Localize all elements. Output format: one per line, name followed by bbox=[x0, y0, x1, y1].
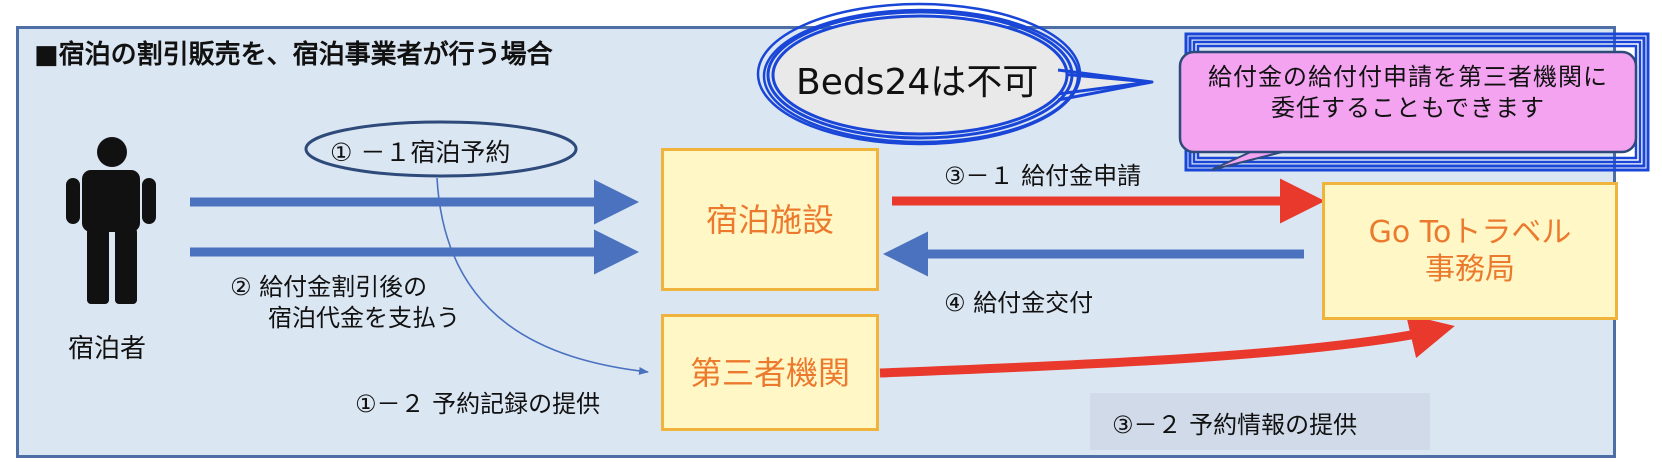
reservation-label: ① －１宿泊予約 bbox=[330, 138, 511, 167]
beds24-bubble bbox=[756, 2, 1154, 146]
delegate-callout-body bbox=[1178, 50, 1638, 154]
delegate-text: 給付金の給付付申請を第三者機関に委任することもできます bbox=[1208, 63, 1608, 123]
payment-label: ② 給付金割引後の 宿泊代金を支払う bbox=[230, 272, 460, 334]
goto-box: Go Toトラベル 事務局 bbox=[1322, 182, 1618, 320]
grant-label: ④ 給付金交付 bbox=[944, 289, 1094, 317]
third-party-box: 第三者機関 bbox=[661, 314, 879, 431]
apply-label: ③－１ 給付金申請 bbox=[944, 162, 1142, 190]
beds24-text: Beds24は不可 bbox=[796, 62, 1039, 103]
person-label: 宿泊者 bbox=[68, 334, 147, 364]
third-party-label: 第三者機関 bbox=[689, 353, 850, 392]
payment-label-line2: 宿泊代金を支払う bbox=[268, 304, 460, 333]
record-label: ①－２ 予約記録の提供 bbox=[355, 390, 601, 418]
page-title: ■宿泊の割引販売を、宿泊事業者が行う場合 bbox=[34, 40, 553, 70]
payment-label-line1: ② 給付金割引後の bbox=[230, 273, 428, 301]
info-label: ③－２ 予約情報の提供 bbox=[1112, 411, 1358, 439]
goto-label-line2: 事務局 bbox=[1425, 252, 1515, 287]
hotel-label: 宿泊施設 bbox=[705, 200, 834, 239]
hotel-box: 宿泊施設 bbox=[661, 148, 879, 291]
goto-label-line1: Go Toトラベル bbox=[1368, 214, 1572, 250]
reservation-ellipse bbox=[304, 120, 578, 178]
person-icon bbox=[66, 137, 156, 304]
arrow-info bbox=[879, 314, 1455, 378]
arrow-record-curve bbox=[436, 177, 649, 375]
